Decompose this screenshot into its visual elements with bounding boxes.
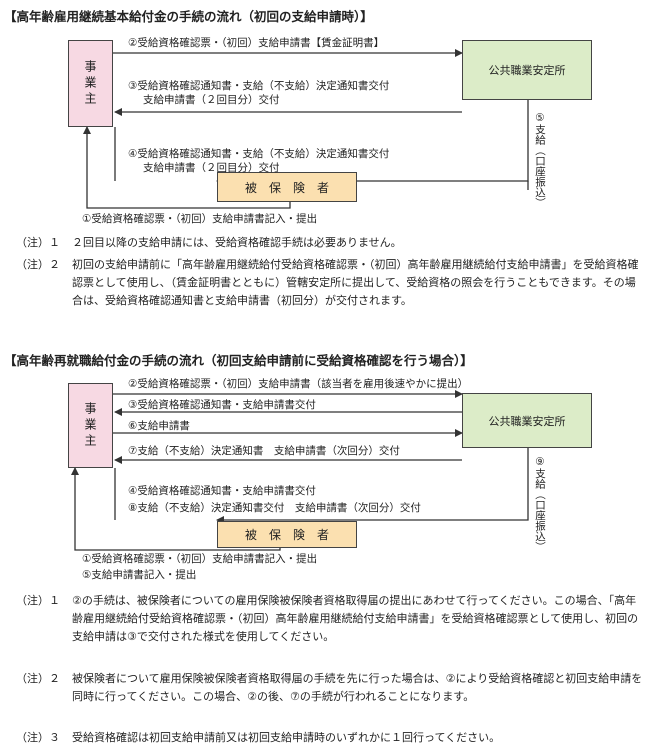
d2-note1: （注）１ ②の手続は、被保険者についての雇用保険被保険者資格取得届の提出にあわせ… — [16, 592, 646, 668]
d2-arrow2-label: ②受給資格確認票・（初回）支給申請書（該当者を雇用後速やかに提出） — [128, 378, 469, 390]
d1-arrow5-label: ⑤支給（口座振込） — [534, 112, 546, 208]
d1-note1: （注）１ ２回目以降の支給申請には、受給資格確認手続は必要ありません。 — [16, 234, 646, 252]
note-text: 初回の支給申請前に「高年齢雇用継続給付受給資格確認票・（初回）高年齢雇用継続給付… — [72, 258, 639, 307]
d2-arrow1-label: ①受給資格確認票・（初回）支給申請書記入・提出 — [82, 553, 318, 565]
d1-employer-label: 事業主 — [83, 59, 97, 108]
d1-office-label: 公共職業安定所 — [488, 64, 566, 77]
d2-note3: （注）３ 受給資格確認は初回支給申請前又は初回支給申請時のいずれかに１回行ってく… — [16, 729, 646, 749]
d2-insured-label: 被 保 険 者 — [244, 528, 329, 542]
d2-arrow9-label: ⑨支給（口座振込） — [534, 456, 546, 552]
d2-arrow5-label: ⑤支給申請書記入・提出 — [82, 569, 197, 581]
d1-arrow1-label: ①受給資格確認票・（初回）支給申請書記入・提出 — [82, 213, 318, 225]
note-label: （注）１ — [16, 594, 60, 607]
d2-arrow1-line — [71, 467, 281, 551]
d1-arrow3a-label: ③受給資格確認通知書・支給（不支給）決定通知書交付 — [128, 80, 390, 92]
d2-arrow4-label: ④受給資格確認通知書・支給申請書交付 — [128, 485, 316, 497]
d2-arrow8-label: ⑧支給（不支給）決定通知書交付 支給申請書（次回分）交付 — [128, 502, 421, 514]
note-label: （注）２ — [16, 672, 60, 685]
d1-office-box: 公共職業安定所 — [462, 40, 592, 100]
d1-note2: （注）２ 初回の支給申請前に「高年齢雇用継続給付受給資格確認票・（初回）高年齢雇… — [16, 256, 646, 336]
d2-note2: （注）２ 被保険者について雇用保険被保険者資格取得届の手続を先に行った場合は、②… — [16, 670, 646, 726]
d1-arrow4b-label: 支給申請書（２回目分）交付 — [143, 162, 280, 174]
d2-arrow7-label: ⑦支給（不支給）決定通知書 支給申請書（次回分）交付 — [128, 445, 400, 457]
d1-arrow3b-label: 支給申請書（２回目分）交付 — [143, 94, 280, 106]
note-text: ②の手続は、被保険者についての雇用保険被保険者資格取得届の提出にあわせて行ってく… — [72, 594, 639, 643]
note-label: （注）１ — [16, 236, 60, 249]
d1-employer-box: 事業主 — [68, 40, 113, 127]
d2-arrow3-label: ③受給資格確認通知書・支給申請書交付 — [128, 399, 316, 411]
d2-office-box: 公共職業安定所 — [462, 393, 592, 448]
d2-arrow6-label: ⑥支給申請書 — [128, 420, 190, 432]
note-text: 被保険者について雇用保険被保険者資格取得届の手続を先に行った場合は、②により受給… — [72, 672, 643, 703]
d2-insured-box: 被 保 険 者 — [217, 521, 357, 548]
d2-office-label: 公共職業安定所 — [488, 414, 566, 428]
diagram2-title: 【高年齢再就職給付金の手続の流れ（初回支給申請前に受給資格確認を行う場合）】 — [4, 353, 473, 368]
d2-employer-label: 事業主 — [83, 401, 97, 450]
note-label: （注）２ — [16, 258, 60, 271]
d1-arrow2-label: ②受給資格確認票・（初回）支給申請書【賃金証明書】 — [128, 37, 385, 49]
d2-arrow9-line — [216, 448, 529, 524]
d1-arrow1-line — [83, 126, 291, 209]
note-text: ２回目以降の支給申請には、受給資格確認手続は必要ありません。 — [72, 236, 402, 249]
note-label: （注）３ — [16, 731, 60, 744]
d1-insured-box: 被 保 険 者 — [217, 172, 357, 202]
d1-insured-label: 被 保 険 者 — [244, 180, 329, 195]
diagram1-title: 【高年齢雇用継続基本給付金の手続の流れ（初回の支給申請時）】 — [4, 9, 373, 24]
d2-employer-box: 事業主 — [68, 383, 113, 468]
d1-arrow4a-label: ④受給資格確認通知書・支給（不支給）決定通知書交付 — [128, 148, 390, 160]
note-text: 受給資格確認は初回支給申請前又は初回支給申請時のいずれかに１回行ってください。 — [72, 731, 501, 744]
